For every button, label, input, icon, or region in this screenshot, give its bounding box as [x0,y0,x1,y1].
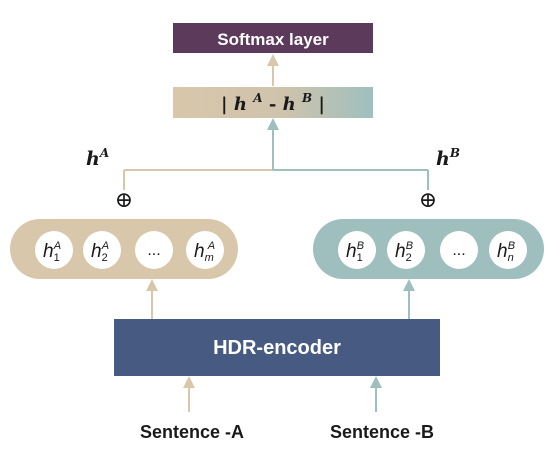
left-concat-symbol: ⊕ [115,188,133,213]
right_branch-token-ellipsis: ... [452,242,465,259]
right_branch-token-circle-3 [489,231,527,269]
right_branch-token-circle-2 [440,231,478,269]
difference-sup-b: B [301,91,312,105]
left_branch-token-sup-3: A [207,240,215,252]
left_branch-token-circle-3 [186,231,224,269]
left_branch-token-sup-1: A [101,240,109,252]
difference-label: | h A - h B | [221,86,325,115]
right-hidden-states-pill [313,219,544,279]
difference-sup-a: A [252,91,262,105]
right_branch-token-base-1: h [395,241,406,262]
right_branch-token-sup-3: B [508,240,515,252]
difference-h-a: h [234,94,247,115]
left_branch-token-1: h2A [91,240,109,264]
right_branch-token-sub-3: n [508,252,514,264]
right-concat-symbol: ⊕ [419,188,437,213]
softmax-layer-box [173,23,373,53]
left_branch-token-circle-1 [83,231,121,269]
left_branch-token-circle-2 [135,231,173,269]
right_branch-token-sup-1: B [406,240,413,252]
right_branch-token-circle-0 [338,231,376,269]
left_branch-token-ellipsis: ... [147,242,160,259]
left-branch-h-label: hA [86,146,109,170]
left_branch-token-sub-0: 1 [54,252,60,264]
difference-bar-left: | [221,94,228,115]
softmax-layer-label: Softmax layer [217,30,329,49]
right_branch-token-circle-1 [387,231,425,269]
left-hidden-states-pill [10,219,238,279]
left_branch-token-circle-0 [35,231,73,269]
right-branch-h-label: hB [436,146,460,170]
sentence-a-label: Sentence -A [140,422,244,442]
difference-bar-right: | [318,94,325,115]
hdr-encoder-label: HDR-encoder [213,337,341,359]
left_branch-token-base-0: h [43,241,54,262]
left_branch-token-3: hmA [194,240,215,264]
left_branch-token-sub-3: m [205,252,214,264]
difference-box [173,87,373,118]
hdr-encoder-box [114,319,440,376]
right_branch-token-base-0: h [346,241,357,262]
left_branch-token-base-1: h [91,241,102,262]
right_branch-token-sup-0: B [357,240,364,252]
right_branch-token-3: hnB [497,240,515,264]
right_branch-token-base-3: h [497,241,508,262]
right_branch-token-sub-0: 1 [357,252,363,264]
right_branch-token-0: h1B [346,240,364,264]
left_branch-token-sub-1: 2 [102,252,108,264]
right_branch-token-1: h2B [395,240,413,264]
right_branch-token-sub-1: 2 [406,252,412,264]
difference-h-b: h [283,94,296,115]
left_branch-token-base-3: h [194,241,205,262]
sentence-b-label: Sentence -B [330,422,434,442]
left_branch-token-sup-0: A [53,240,61,252]
difference-minus: - [269,94,276,115]
left_branch-token-0: h1A [43,240,61,264]
